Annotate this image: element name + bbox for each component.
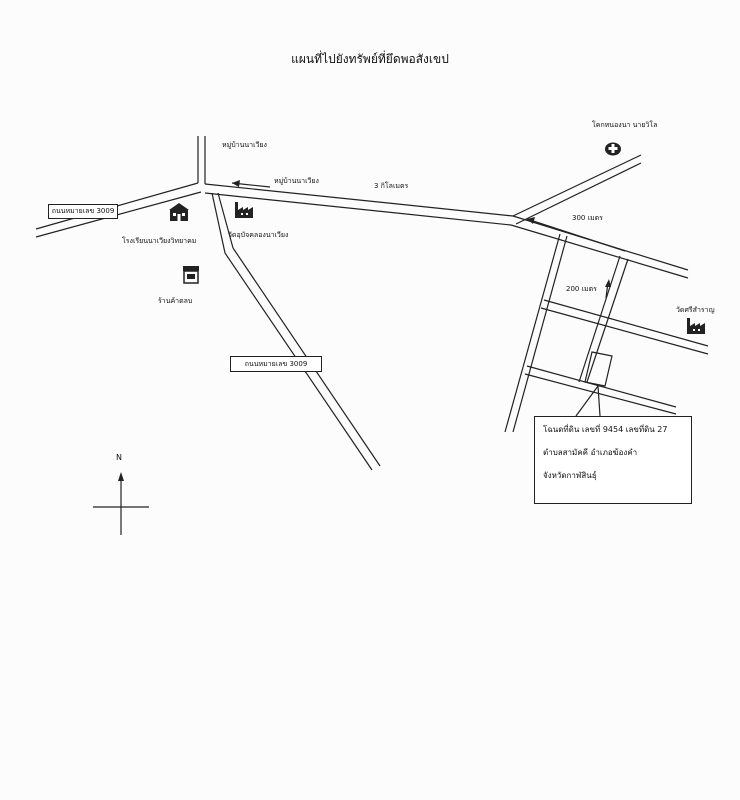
- callout-pointer-2: [597, 385, 601, 417]
- label-temple-naviang: วัดอุบัจคลองนาเวียง: [228, 231, 289, 239]
- road-west-edge-2: [35, 191, 202, 238]
- callout-line-3: จังหวัดกาฬสินธุ์: [543, 471, 597, 480]
- label-hospital: โคกหนองนา นายวิโล: [592, 121, 658, 129]
- road-east-edge-2: [510, 224, 689, 279]
- label-distance-3km: 3 กิโลเมตร: [374, 182, 409, 190]
- road-lane-b-1: [578, 255, 621, 383]
- road-cross-1-edge-1: [543, 299, 709, 347]
- label-distance-300m: 300 เมตร: [572, 214, 603, 222]
- road-sign-3009-south: ถนนหมายเลข 3009: [230, 356, 322, 372]
- shop-icon: [182, 264, 200, 288]
- label-school: โรงเรียนนาเวียงวิทยาคม: [122, 237, 197, 245]
- school-icon: [168, 202, 190, 226]
- road-south-edge-2a: [217, 192, 234, 249]
- north-label: N: [116, 453, 122, 462]
- label-distance-200m: 200 เมตร: [566, 285, 597, 293]
- label-village-north: หมู่บ้านนาเวียง: [222, 141, 267, 149]
- label-village-road: หมู่บ้านนาเวียง: [274, 177, 319, 185]
- callout-pointer-1: [575, 385, 599, 417]
- road-cross-2-edge-2: [524, 373, 677, 415]
- road-sign-3009-west: ถนนหมายเลข 3009: [48, 204, 118, 219]
- page-title: แผนที่ไปยังทรัพย์ที่ยึดพอสังเขป: [291, 52, 449, 66]
- road-ne-edge-1: [512, 154, 642, 217]
- road-lane-a-1: [504, 233, 561, 433]
- label-shop: ร้านค้าตลบ: [158, 297, 193, 305]
- road-main-edge-2: [204, 192, 512, 226]
- factory-icon: [234, 202, 256, 222]
- hospital-icon: [604, 140, 622, 160]
- arrowhead-300m: [527, 217, 535, 224]
- road-cross-1-edge-2: [540, 307, 709, 355]
- road-lane-a-2: [512, 235, 568, 433]
- arrowhead-3km: [232, 180, 240, 187]
- land-plot: [584, 351, 613, 387]
- label-temple-east: วัดศรีสำราญ: [676, 306, 715, 314]
- callout-line-1: โฉนดที่ดิน เลขที่ 9454 เลขที่ดิน 27: [543, 425, 668, 434]
- callout-line-2: ตำบลสามัคคี อำเภอฆ้องคำ: [543, 448, 638, 457]
- arrowhead-200m: [605, 279, 611, 287]
- road-lane-b-2: [586, 258, 629, 383]
- road-south-edge-1a: [211, 192, 226, 254]
- road-ne-edge-2: [515, 162, 642, 225]
- distance-arrow-300m: [526, 218, 626, 252]
- road-main-edge-1: [204, 183, 514, 217]
- factory-icon: [686, 318, 708, 338]
- north-arrow-head: [118, 472, 124, 481]
- land-deed-callout: โฉนดที่ดิน เลขที่ 9454 เลขที่ดิน 27 ตำบล…: [534, 416, 692, 504]
- road-cross-2-edge-1: [526, 365, 677, 408]
